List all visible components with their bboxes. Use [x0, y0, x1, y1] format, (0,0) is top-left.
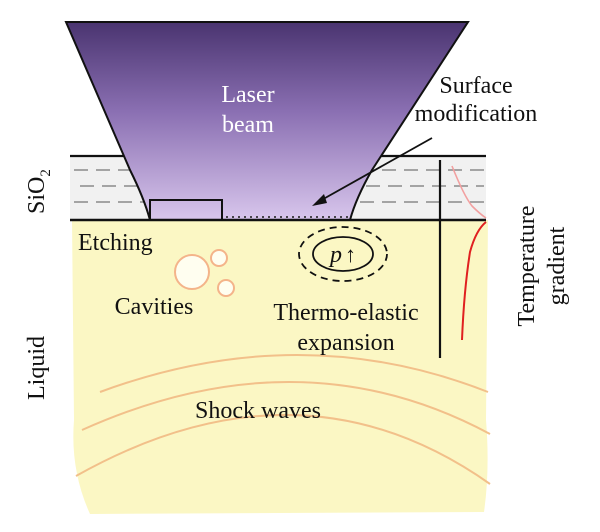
- surface-label-line2: modification: [415, 101, 538, 127]
- cavities-label: Cavities: [115, 294, 194, 320]
- thermo-label-line1: Thermo-elastic: [273, 300, 418, 326]
- temperature-label-line1: Temperature: [514, 206, 540, 327]
- pressure-ellipse-inner: [312, 236, 374, 272]
- etching-label: Etching: [78, 230, 153, 256]
- pressure-symbol: p: [328, 242, 342, 268]
- surface-label-line1: Surface: [439, 73, 512, 99]
- shock-label: Shock waves: [195, 398, 321, 424]
- pressure-arrow: ↑: [345, 242, 356, 267]
- liquid-region: [72, 220, 488, 514]
- thermo-label-line2: expansion: [297, 330, 394, 356]
- liquid-label: Liquid: [24, 336, 50, 400]
- beam-label-line1: Laser: [221, 82, 274, 108]
- gradient-curve-oxide: [451, 165, 487, 219]
- temperature-label-line2: gradient: [544, 226, 570, 305]
- cavity-bubbles: [174, 249, 235, 297]
- pressure-ellipse-outer: [298, 226, 388, 282]
- surface-modification-arrow: [317, 137, 433, 203]
- shock-waves: [75, 354, 491, 485]
- oxide-label: SiO2: [24, 169, 54, 214]
- gradient-curve-liquid: [461, 221, 487, 341]
- etching-notch: [149, 199, 223, 220]
- beam-label-line2: beam: [222, 112, 274, 138]
